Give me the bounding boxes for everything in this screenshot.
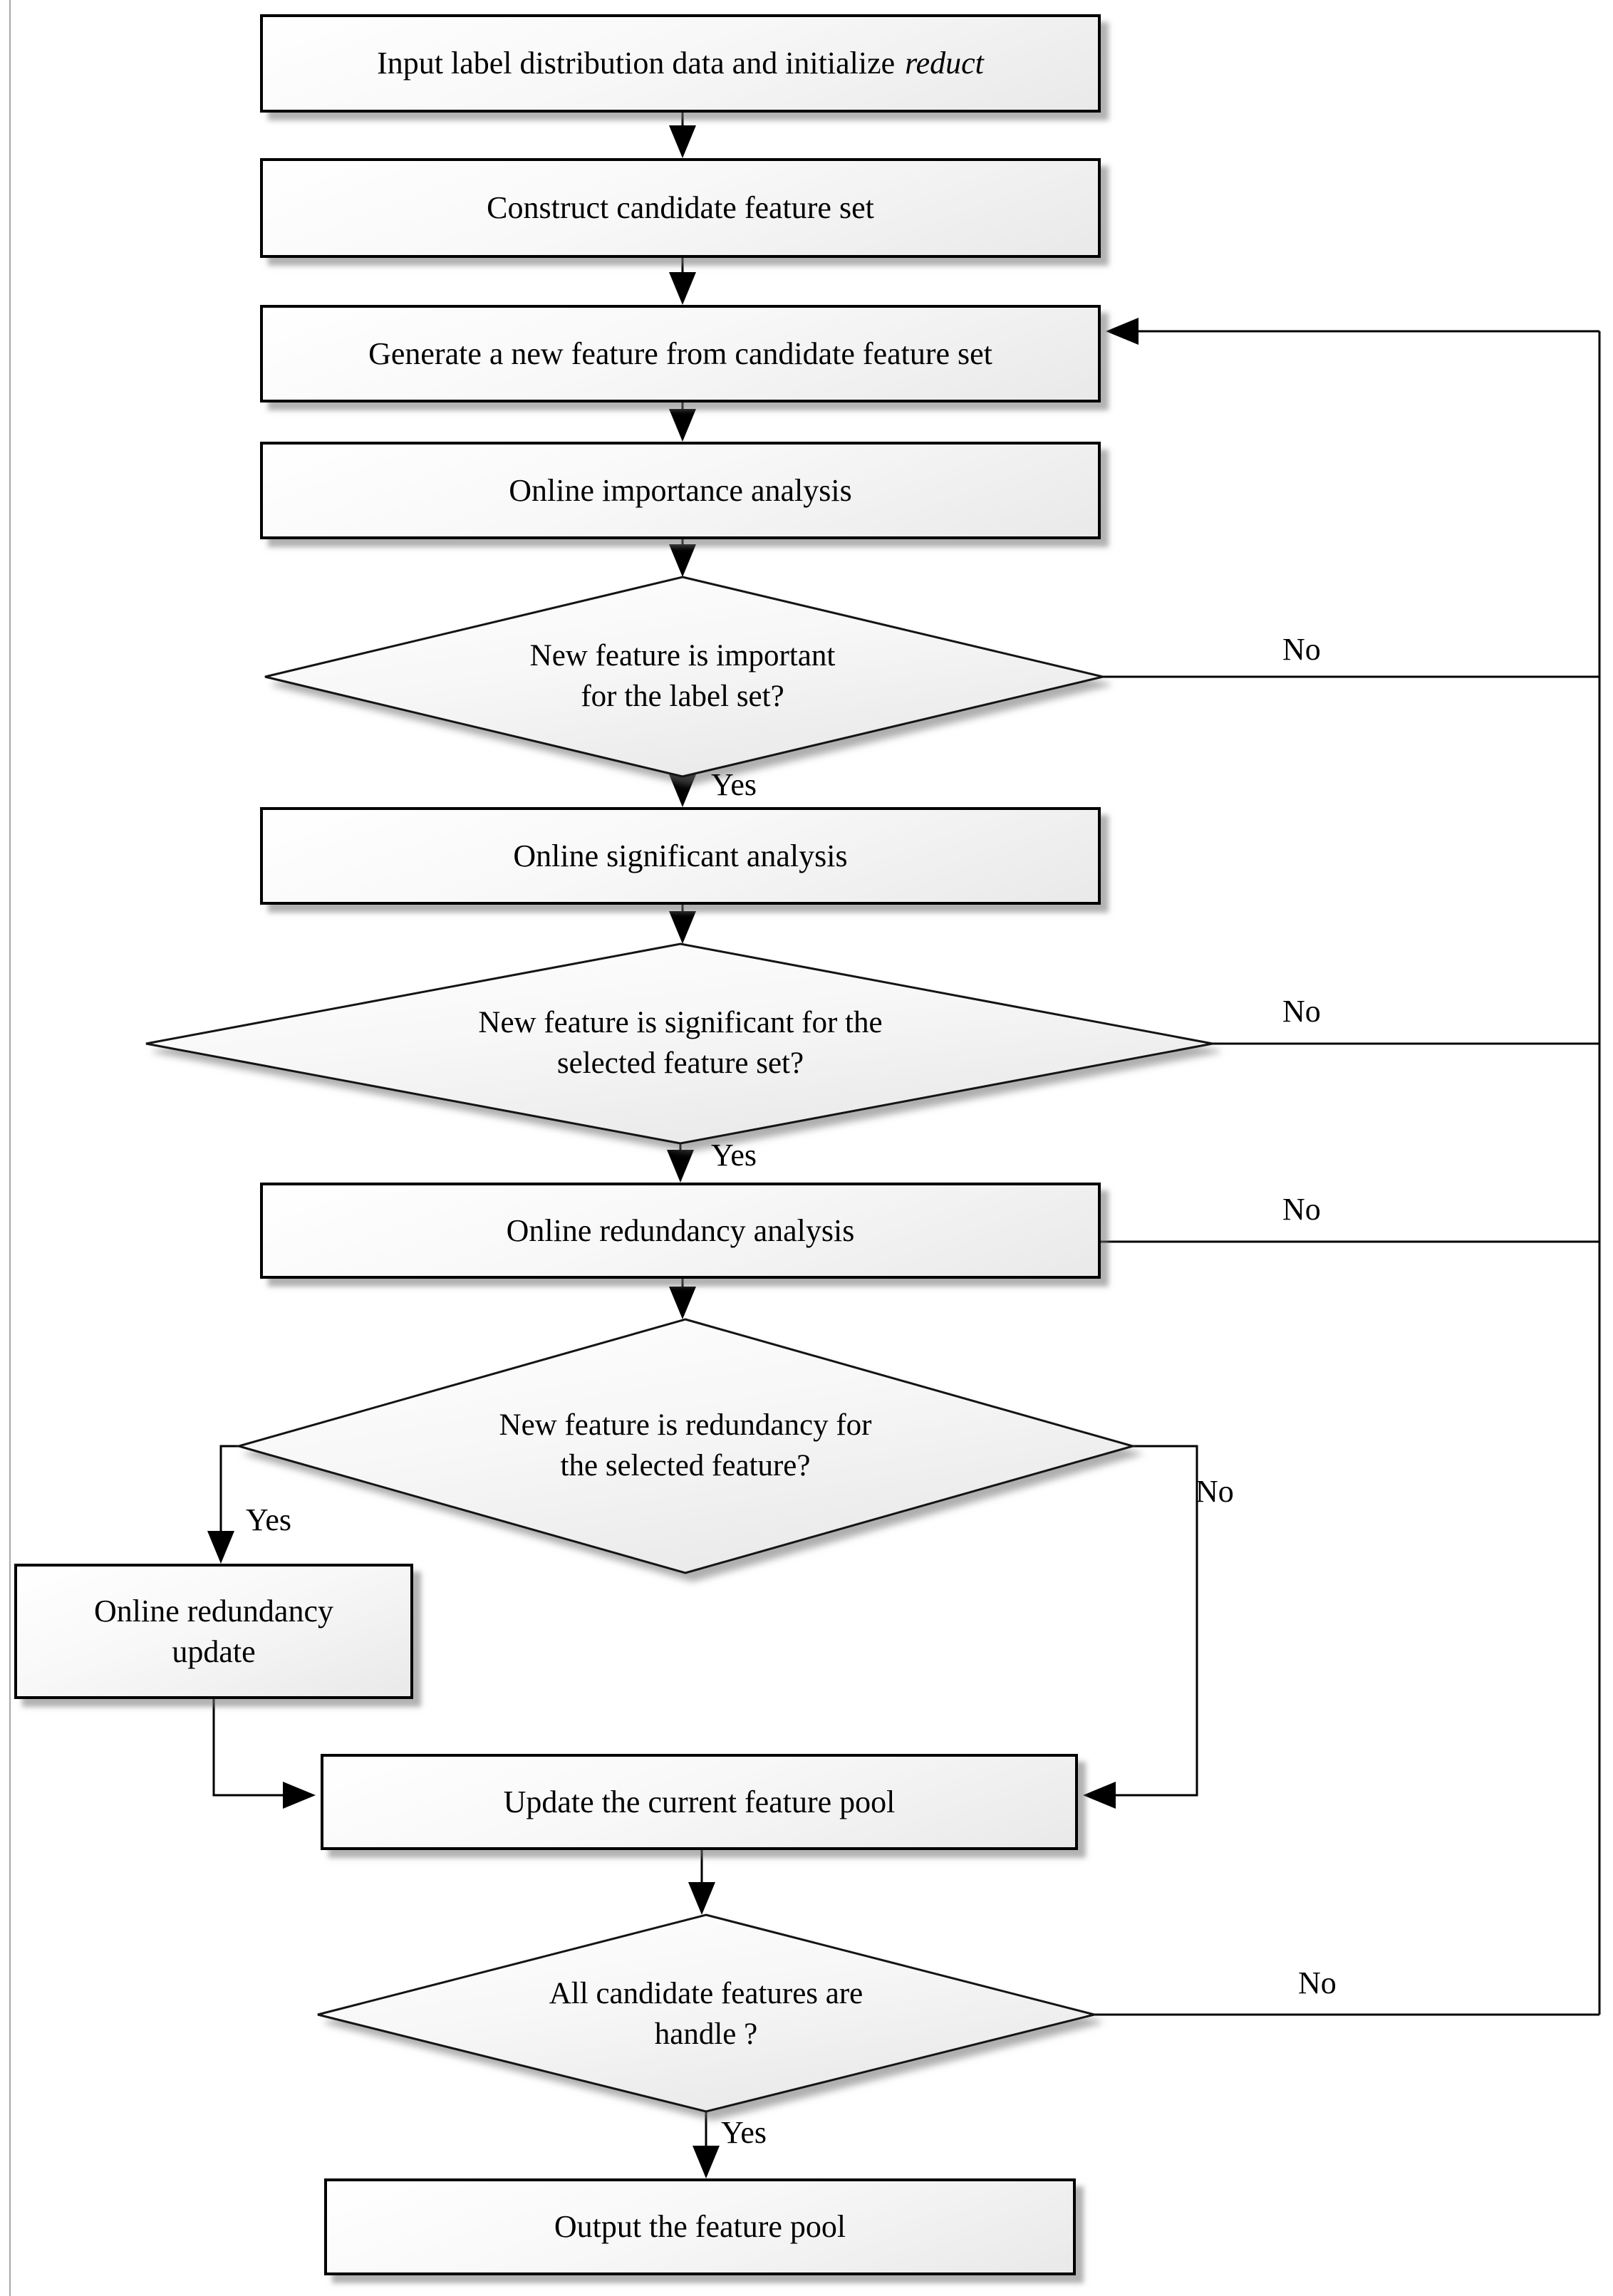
- label-yes-important: Yes: [711, 767, 757, 802]
- arrow-redundancy-to-decision3: [669, 1279, 696, 1319]
- process-input-label: Input label distribution data and initia…: [377, 43, 984, 83]
- process-importance: Online importance analysis: [260, 442, 1101, 539]
- process-redundancy-update-line1: Online redundancy: [94, 1593, 333, 1629]
- process-construct-label: Construct candidate feature set: [487, 190, 874, 226]
- decision-redundancy-line1: New feature is redundancy for: [499, 1408, 872, 1443]
- process-update-pool-label: Update the current feature pool: [503, 1784, 896, 1819]
- process-significant-label: Online significant analysis: [513, 838, 848, 873]
- arrow-significant-to-decision2: [669, 905, 696, 944]
- decision-redundancy-text: New feature is redundancy for the select…: [400, 1396, 970, 1496]
- decision-all-handled-shape: [317, 1913, 1095, 2113]
- process-redundancy-update-line2: update: [172, 1634, 256, 1669]
- label-no-redundancy-analysis: No: [1282, 1192, 1321, 1227]
- decision-all-handled-line2: handle ?: [654, 2017, 758, 2051]
- arrow-input-to-construct: [669, 113, 696, 158]
- arrow-generate-to-importance: [669, 402, 696, 442]
- decision-all-handled-text: All candidate features are handle ?: [421, 1965, 991, 2064]
- decision-significant-shape: [145, 942, 1213, 1145]
- process-significant: Online significant analysis: [260, 807, 1101, 905]
- process-input-text: Input label distribution data and initia…: [377, 46, 896, 81]
- process-output-label: Output the feature pool: [554, 2209, 846, 2245]
- decision-important-shape: [264, 576, 1104, 778]
- arrow-pool-to-decision4: [688, 1850, 715, 1915]
- label-no-important: No: [1282, 632, 1321, 667]
- label-no-redundant: No: [1196, 1474, 1234, 1509]
- label-yes-all-handled: Yes: [721, 2115, 767, 2150]
- process-generate: Generate a new feature from candidate fe…: [260, 305, 1101, 402]
- label-no-all-handled: No: [1298, 1965, 1337, 2000]
- arrow-construct-to-generate: [669, 258, 696, 305]
- process-redundancy-analysis-label: Online redundancy analysis: [506, 1212, 855, 1248]
- decision-important-line1: New feature is important: [529, 639, 836, 673]
- process-output: Output the feature pool: [324, 2178, 1076, 2275]
- loop-back-rail: [1094, 318, 1601, 2016]
- page-edge-line: [9, 0, 11, 2296]
- arrow-decision4-yes: [693, 2111, 720, 2178]
- arrow-redundancy-update-to-pool: [212, 1699, 316, 1809]
- process-update-pool: Update the current feature pool: [321, 1754, 1078, 1850]
- process-input: Input label distribution data and initia…: [260, 14, 1101, 113]
- decision-significant-line1: New feature is significant for the: [478, 1006, 883, 1040]
- arrow-decision3-no: [1083, 1445, 1198, 1809]
- process-construct: Construct candidate feature set: [260, 158, 1101, 258]
- decision-significant-text: New feature is significant for the selec…: [360, 994, 1001, 1094]
- arrow-decision1-yes: [669, 774, 696, 807]
- process-redundancy-update: Online redundancy update: [14, 1564, 413, 1699]
- decision-redundancy-shape: [234, 1318, 1137, 1574]
- arrow-decision3-yes: [207, 1445, 239, 1564]
- process-input-variable: reduct: [905, 46, 984, 81]
- decision-important-text: New feature is important for the label s…: [398, 627, 968, 727]
- process-importance-label: Online importance analysis: [509, 472, 852, 508]
- process-redundancy-analysis: Online redundancy analysis: [260, 1183, 1101, 1279]
- label-yes-significant: Yes: [711, 1138, 757, 1173]
- arrow-importance-to-decision1: [669, 539, 696, 577]
- arrow-decision2-yes: [667, 1143, 694, 1183]
- label-yes-redundant: Yes: [246, 1502, 292, 1537]
- decision-important-line2: for the label set?: [581, 680, 784, 713]
- label-no-significant: No: [1282, 994, 1321, 1029]
- decision-significant-line2: selected feature set?: [556, 1046, 804, 1080]
- decision-redundancy-line2: the selected feature?: [560, 1449, 811, 1482]
- process-generate-label: Generate a new feature from candidate fe…: [368, 336, 992, 371]
- decision-all-handled-line1: All candidate features are: [549, 1977, 863, 2011]
